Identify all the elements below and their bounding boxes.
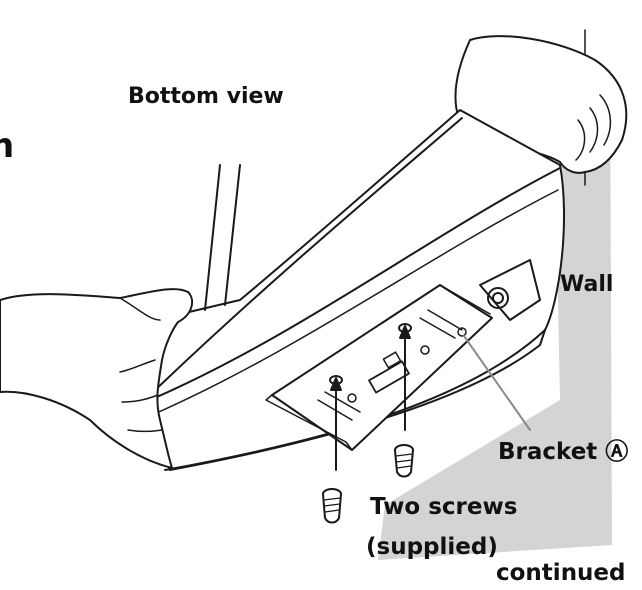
bracket-label: Bracket Ⓐ [498, 432, 628, 466]
continued-label: continued [496, 560, 626, 586]
two-screws-label: Two screws [370, 494, 517, 520]
screw-icon [395, 445, 413, 477]
bottom-view-label: Bottom view [128, 84, 284, 109]
partial-heading: n [0, 126, 14, 166]
supplied-label: (supplied) [366, 534, 498, 560]
device-side [205, 165, 240, 310]
screw-icon [323, 489, 341, 523]
wall-label: Wall [560, 272, 613, 297]
